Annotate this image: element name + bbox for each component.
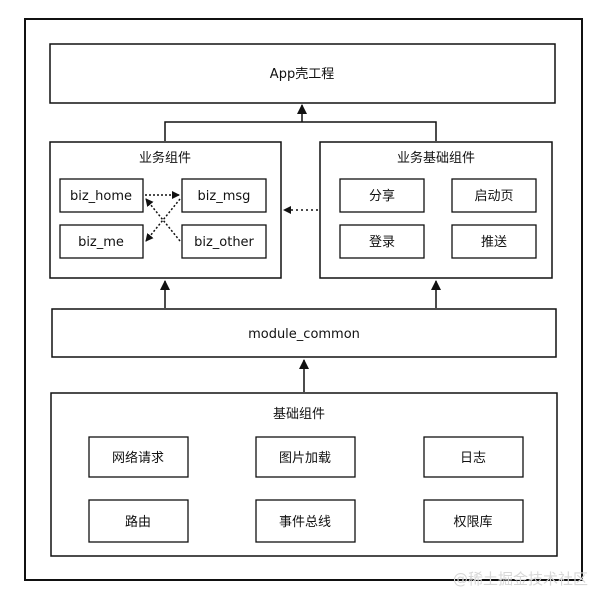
business-group-box bbox=[49, 141, 282, 279]
router-box bbox=[88, 499, 189, 543]
log-label: 日志 bbox=[460, 451, 486, 466]
splash-box bbox=[451, 178, 537, 213]
log-box bbox=[423, 436, 524, 478]
business-base-group-title: 业务基础组件 bbox=[397, 150, 475, 166]
login-box bbox=[339, 224, 425, 259]
share-label: 分享 bbox=[369, 188, 395, 204]
login-label: 登录 bbox=[369, 235, 395, 250]
permission-label: 权限库 bbox=[453, 514, 492, 530]
business-group-title: 业务组件 bbox=[139, 150, 191, 166]
push-label: 推送 bbox=[481, 235, 507, 250]
biz-other-box bbox=[181, 224, 267, 259]
module-common-label: module_common bbox=[248, 327, 360, 342]
splash-label: 启动页 bbox=[474, 189, 513, 204]
app-shell-label: App壳工程 bbox=[270, 67, 334, 82]
permission-box bbox=[423, 499, 524, 543]
arrow-msg-to-me bbox=[145, 198, 181, 242]
image-loading-box bbox=[255, 436, 356, 478]
module-common-box bbox=[51, 308, 557, 358]
arrow-other-to-home bbox=[145, 198, 181, 242]
connector-groups-to-app bbox=[164, 121, 437, 141]
biz-msg-label: biz_msg bbox=[198, 189, 251, 204]
network-box bbox=[88, 436, 189, 478]
biz-home-box bbox=[59, 178, 144, 213]
base-group-box bbox=[50, 392, 558, 557]
push-box bbox=[451, 224, 537, 259]
biz-home-label: biz_home bbox=[70, 189, 132, 204]
share-box bbox=[339, 178, 425, 213]
image-loading-label: 图片加载 bbox=[279, 451, 331, 466]
event-bus-box bbox=[255, 499, 356, 543]
biz-other-label: biz_other bbox=[194, 235, 254, 250]
outer-frame bbox=[24, 18, 583, 581]
app-shell-box bbox=[49, 43, 556, 104]
event-bus-label: 事件总线 bbox=[279, 515, 331, 530]
business-base-group-box bbox=[319, 141, 553, 279]
biz-me-label: biz_me bbox=[78, 235, 124, 250]
watermark: @稀土掘金技术社区 bbox=[453, 570, 588, 588]
router-label: 路由 bbox=[125, 514, 151, 530]
network-label: 网络请求 bbox=[112, 450, 164, 466]
base-group-title: 基础组件 bbox=[273, 407, 325, 422]
biz-me-box bbox=[59, 224, 144, 259]
biz-msg-box bbox=[181, 178, 267, 213]
